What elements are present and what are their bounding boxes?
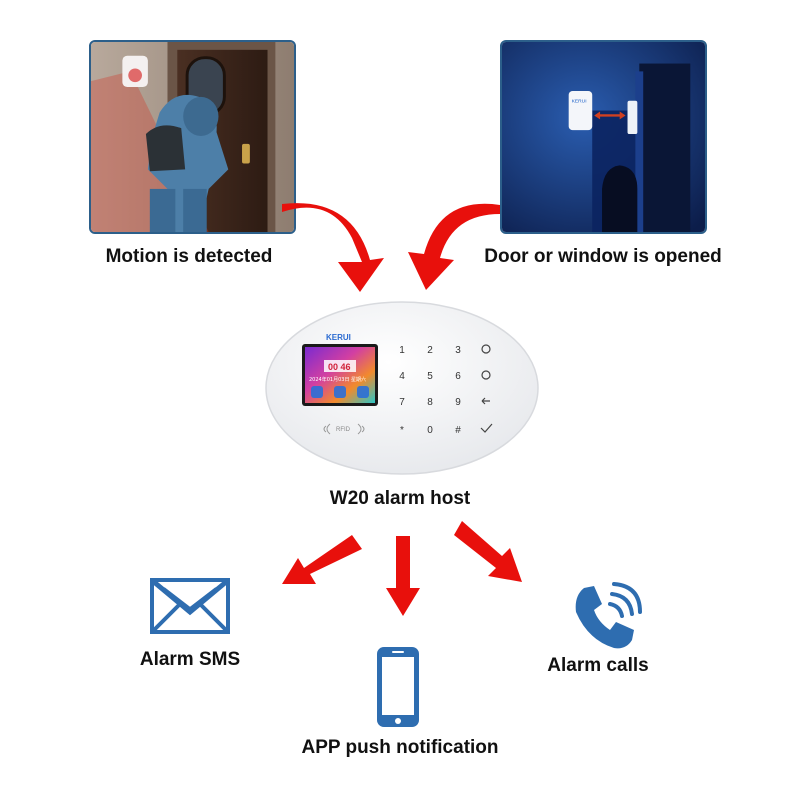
- phone-call-icon: [570, 582, 642, 654]
- keypad-key: *: [400, 425, 404, 436]
- envelope-icon: [150, 578, 230, 634]
- motion-detected-label: Motion is detected: [105, 246, 273, 267]
- keypad-key: 1: [399, 345, 405, 356]
- keypad-key: 9: [455, 397, 461, 408]
- keypad-key: 7: [399, 397, 405, 408]
- alarm-sms-label: Alarm SMS: [139, 649, 241, 670]
- motion-detected-photo: [89, 40, 296, 234]
- keypad-key: 2: [427, 345, 433, 356]
- keypad-key: 4: [399, 371, 405, 382]
- keypad-key: #: [455, 425, 461, 436]
- rfid-label: RFID: [336, 427, 351, 433]
- arrow-motion-to-host: [282, 203, 384, 292]
- alarm-host-device: 00 46 2024年01月03日 星期六 KERUI RFID 1 2 3 4…: [264, 300, 540, 476]
- smartphone-icon: [375, 645, 421, 729]
- svg-text:KERUI: KERUI: [572, 99, 587, 105]
- door-opened-photo: KERUI: [500, 40, 707, 234]
- keypad-key: 5: [427, 371, 433, 382]
- host-brand: KERUI: [326, 333, 351, 342]
- screen-date: 2024年01月03日 星期六: [309, 376, 366, 383]
- door-opened-label: Door or window is opened: [484, 246, 722, 267]
- keypad-key: 0: [427, 425, 433, 436]
- keypad-key: 6: [455, 371, 461, 382]
- keypad-key: 8: [427, 397, 433, 408]
- host-label: W20 alarm host: [329, 488, 471, 509]
- arrow-host-to-calls: [454, 521, 522, 582]
- keypad-function-icons: [480, 344, 493, 433]
- app-push-label: APP push notification: [301, 737, 499, 758]
- arrow-door-to-host: [408, 203, 500, 290]
- arrow-host-to-sms: [282, 535, 362, 584]
- alarm-calls-label: Alarm calls: [547, 655, 649, 676]
- keypad-key: 3: [455, 345, 461, 356]
- screen-time: 00 46: [328, 362, 351, 372]
- arrow-host-to-app: [386, 536, 420, 616]
